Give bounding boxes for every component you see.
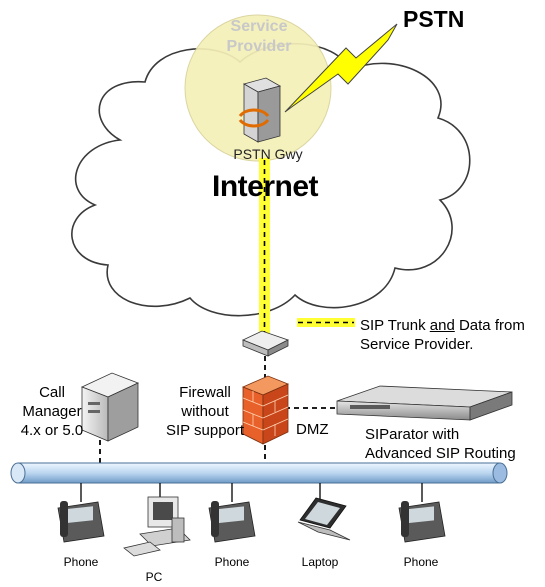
phone-label: Phone [403, 555, 439, 569]
legend-text-pre: SIP Trunk [360, 317, 430, 334]
legend-text-post: Data from [454, 317, 525, 334]
router-icon [242, 330, 290, 357]
service-provider-label: Service Provider [226, 18, 292, 55]
dmz-label: DMZ [296, 421, 329, 438]
legend-text-and: and [429, 317, 455, 334]
laptop-icon [297, 497, 351, 541]
pc-label: PC [145, 570, 163, 584]
firewall-label: Firewall without SIP support [165, 384, 245, 439]
lan-drops [80, 483, 423, 502]
phone-icon [208, 501, 256, 543]
data-path-dashed [99, 356, 340, 470]
siparator-device-icon [336, 385, 513, 421]
lightning-bolt [284, 23, 398, 113]
pstn-gateway-label: PSTN Gwy [233, 146, 303, 162]
siparator-label: SIParator with Advanced SIP Routing [365, 426, 516, 462]
pc-icon [123, 496, 191, 557]
phone-icon [57, 501, 105, 543]
firewall-icon [241, 375, 290, 445]
call-manager-label: Call Manager 4.x or 5.0 [20, 384, 84, 439]
lan-bus [10, 462, 508, 484]
sip-trunk-link [259, 158, 270, 338]
legend-text: SIP Trunk and Data from Service Provider… [360, 316, 525, 354]
internet-label: Internet [211, 170, 319, 203]
pstn-gateway-icon [238, 77, 282, 143]
phone-label: Phone [214, 555, 250, 569]
pstn-label: PSTN [403, 6, 465, 32]
call-manager-server-icon [80, 372, 140, 442]
phone-icon [398, 501, 446, 543]
phone-label: Phone [63, 555, 99, 569]
legend-text-line2: Service Provider. [360, 336, 474, 353]
laptop-label: Laptop [301, 555, 339, 569]
